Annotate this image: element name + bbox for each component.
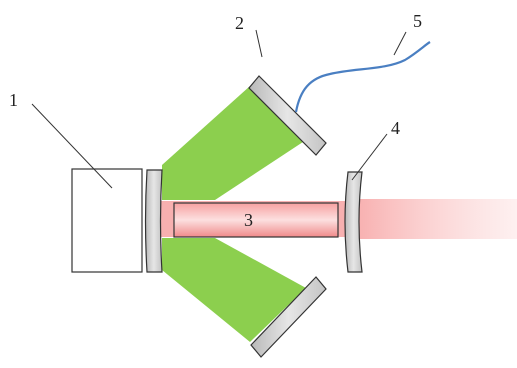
leader-line-4 — [351, 133, 388, 181]
label-4: 4 — [391, 118, 400, 138]
leader-line-2 — [255, 29, 263, 58]
folding-mirror-bottom — [250, 276, 327, 358]
pump-beam-upper — [162, 86, 306, 200]
pump-source-box — [71, 168, 143, 273]
output-laser-beam — [350, 199, 517, 239]
leader-line-1 — [31, 103, 113, 189]
gain-crystal — [173, 202, 339, 238]
folding-mirror-top — [248, 75, 327, 156]
label-1: 1 — [9, 90, 18, 110]
pump-beam-lower — [162, 238, 306, 342]
label-5: 5 — [413, 11, 422, 31]
label-3: 3 — [244, 210, 253, 230]
input-mirror — [144, 169, 163, 273]
leader-line-5 — [393, 31, 407, 56]
label-2: 2 — [235, 13, 244, 33]
fiber-cable — [294, 41, 431, 113]
output-coupler-mirror — [344, 171, 363, 273]
